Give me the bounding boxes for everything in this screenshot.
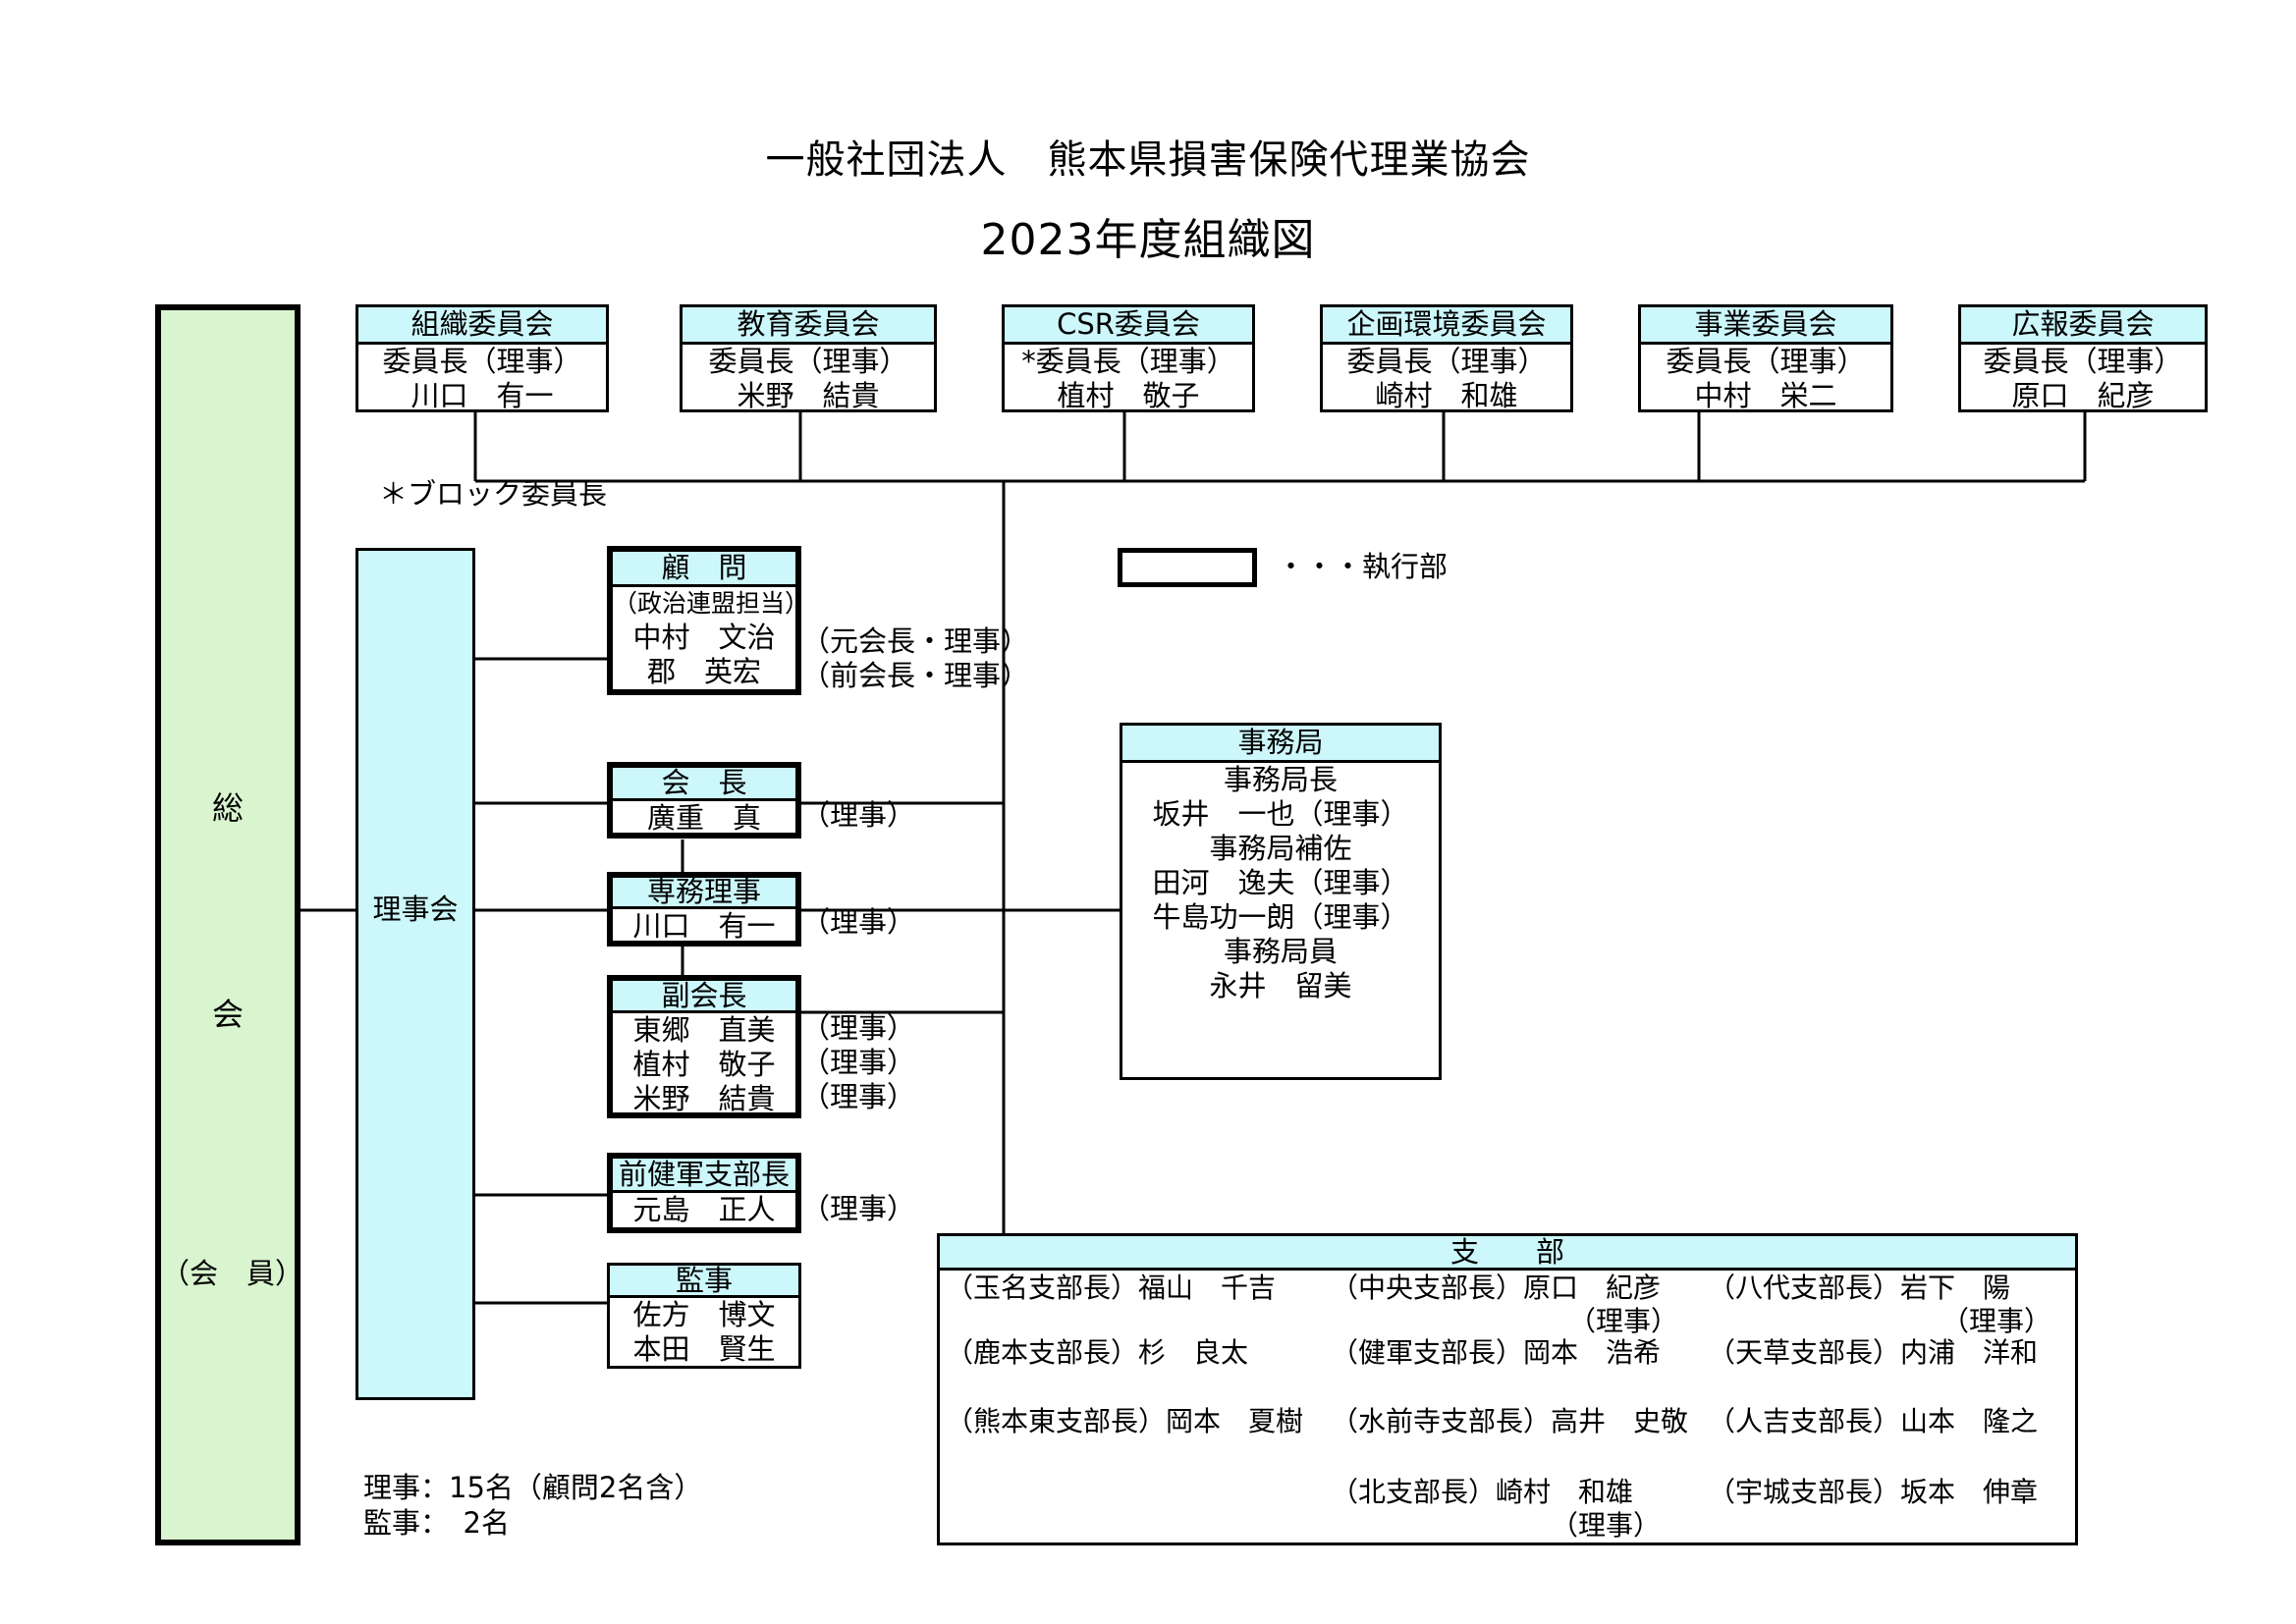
president-box: 会 長 廣重 真 <box>607 762 801 839</box>
vice-president-name: 東郷 直美 <box>632 1013 776 1047</box>
vice-presidents-box: 副会長 東郷 直美 植村 敬子 米野 結貴 <box>607 975 801 1118</box>
committee-pr: 広報委員会 委員長（理事） 原口 紀彦 <box>1958 304 2208 412</box>
president-title: 会 長 <box>613 768 795 801</box>
board-box: 理事会 <box>355 548 475 1400</box>
president-name: 廣重 真 <box>646 801 761 835</box>
assembly-label-top: 総 <box>211 789 244 827</box>
committee-chair: 米野 結貴 <box>737 379 880 412</box>
former-chief-title: 前健軍支部長 <box>613 1159 795 1193</box>
committee-education: 教育委員会 委員長（理事） 米野 結貴 <box>680 304 937 412</box>
committee-business: 事業委員会 委員長（理事） 中村 栄二 <box>1638 304 1893 412</box>
advisor-name: 中村 文治 <box>632 621 776 654</box>
board-label: 理事会 <box>372 893 459 926</box>
executive-director-box: 専務理事 川口 有一 <box>607 872 801 947</box>
committee-name: 広報委員会 <box>1961 307 2205 345</box>
committee-organization: 組織委員会 委員長（理事） 川口 有一 <box>355 304 609 412</box>
former-chief-name: 元島 正人 <box>632 1193 776 1226</box>
legend-executive-label: ・・・執行部 <box>1277 550 1449 583</box>
committee-name: CSR委員会 <box>1005 307 1252 345</box>
vice-president-name: 米野 結貴 <box>632 1082 776 1115</box>
secretariat-box: 事務局 事務局長 坂井 一也（理事） 事務局補佐 田河 逸夫（理事） 牛島功一朗… <box>1120 723 1442 1080</box>
vice-presidents-title: 副会長 <box>613 981 795 1013</box>
president-note: （理事） <box>801 798 916 832</box>
branch-chief: （水前寺支部長）高井 史敬 <box>1331 1405 1689 1437</box>
committee-role: 委員長（理事） <box>1983 345 2183 378</box>
legend-executive-swatch <box>1118 548 1257 587</box>
secretariat-line: 事務局員 <box>1223 935 1338 968</box>
committee-role: 委員長（理事） <box>708 345 908 378</box>
committee-role: *委員長（理事） <box>1021 345 1235 378</box>
secretariat-line: 事務局補佐 <box>1209 832 1352 865</box>
secretariat-line: 坂井 一也（理事） <box>1152 797 1409 831</box>
branch-chief: （熊本東支部長）岡本 夏樹 <box>946 1405 1304 1437</box>
vice-president-note: （理事） <box>801 1080 916 1113</box>
branch-chief: （鹿本支部長）杉 良太 <box>946 1336 1249 1369</box>
branch-chief: （中央支部長）原口 紀彦 <box>1331 1272 1662 1304</box>
org-name: 一般社団法人 熊本県損害保険代理業協会 <box>765 137 1531 183</box>
committee-chair: 原口 紀彦 <box>2011 379 2155 412</box>
committee-chair: 川口 有一 <box>410 379 554 412</box>
branches-box: 支 部 （玉名支部長）福山 千吉 （中央支部長）原口 紀彦 （八代支部長）岩下 … <box>937 1233 2078 1545</box>
branch-chief: （人吉支部長）山本 隆之 <box>1708 1405 2039 1437</box>
committee-name: 教育委員会 <box>683 307 934 345</box>
executive-director-title: 専務理事 <box>613 878 795 909</box>
secretariat-line: 事務局長 <box>1223 763 1338 796</box>
auditors-title: 監事 <box>610 1266 798 1298</box>
advisor-note: （元会長・理事） <box>801 624 1030 658</box>
committee-name: 組織委員会 <box>358 307 606 345</box>
committee-chair: 崎村 和雄 <box>1375 379 1518 412</box>
secretariat-title: 事務局 <box>1122 726 1439 763</box>
committee-chair: 中村 栄二 <box>1694 379 1837 412</box>
vice-president-name: 植村 敬子 <box>632 1048 776 1081</box>
executive-director-name: 川口 有一 <box>632 909 776 943</box>
general-assembly-box: 総 会 （会 員） <box>155 304 304 1545</box>
branch-chief-note: （理事） <box>1551 1509 1662 1542</box>
committee-name: 企画環境委員会 <box>1323 307 1570 345</box>
branch-chief: （健軍支部長）岡本 浩希 <box>1331 1336 1662 1369</box>
committee-csr: CSR委員会 *委員長（理事） 植村 敬子 <box>1002 304 1255 412</box>
advisors-title: 顧 問 <box>613 552 795 587</box>
auditor-name: 本田 賢生 <box>632 1332 776 1366</box>
executive-director-note: （理事） <box>801 905 916 939</box>
auditor-name: 佐方 博文 <box>632 1298 776 1331</box>
secretariat-line: 田河 逸夫（理事） <box>1152 866 1409 899</box>
vice-president-note: （理事） <box>801 1046 916 1079</box>
committee-name: 事業委員会 <box>1641 307 1890 345</box>
branch-chief-note: （理事） <box>1941 1305 2052 1337</box>
page-title: 2023年度組織図 <box>980 215 1316 265</box>
vice-president-note: （理事） <box>801 1011 916 1045</box>
branch-chief: （北支部長）崎村 和雄 <box>1331 1476 1634 1508</box>
branch-chief-note: （理事） <box>1568 1305 1679 1337</box>
assembly-label-bottom: 会 <box>211 996 244 1033</box>
branch-chief: （八代支部長）岩下 陽 <box>1708 1272 2011 1304</box>
former-chief-note: （理事） <box>801 1192 916 1225</box>
committee-chair: 植村 敬子 <box>1057 379 1200 412</box>
committee-role: 委員長（理事） <box>382 345 582 378</box>
block-chair-note: ＊ブロック委員長 <box>379 477 608 511</box>
committee-role: 委員長（理事） <box>1346 345 1547 378</box>
assembly-member-note: （会 員） <box>161 1257 304 1290</box>
advisors-box: 顧 問 （政治連盟担当） 中村 文治 郡 英宏 <box>607 546 810 695</box>
advisor-name: 郡 英宏 <box>646 655 761 688</box>
branches-title: 支 部 <box>940 1236 2075 1271</box>
directors-total: 理事：15名（顧問2名含） <box>363 1471 703 1504</box>
auditors-total: 監事： 2名 <box>363 1506 510 1540</box>
committee-role: 委員長（理事） <box>1666 345 1866 378</box>
auditors-box: 監事 佐方 博文 本田 賢生 <box>607 1263 801 1369</box>
advisors-subtitle: （政治連盟担当） <box>613 589 810 618</box>
secretariat-line: 牛島功一朗（理事） <box>1152 900 1409 934</box>
branch-chief: （宇城支部長）坂本 伸章 <box>1708 1476 2039 1508</box>
branch-chief: （天草支部長）内浦 洋和 <box>1708 1336 2039 1369</box>
branch-chief: （玉名支部長）福山 千吉 <box>946 1272 1277 1304</box>
advisor-note: （前会長・理事） <box>801 659 1030 692</box>
secretariat-line: 永井 留美 <box>1209 969 1352 1002</box>
committee-planning: 企画環境委員会 委員長（理事） 崎村 和雄 <box>1320 304 1573 412</box>
former-chief-box: 前健軍支部長 元島 正人 <box>607 1153 801 1233</box>
